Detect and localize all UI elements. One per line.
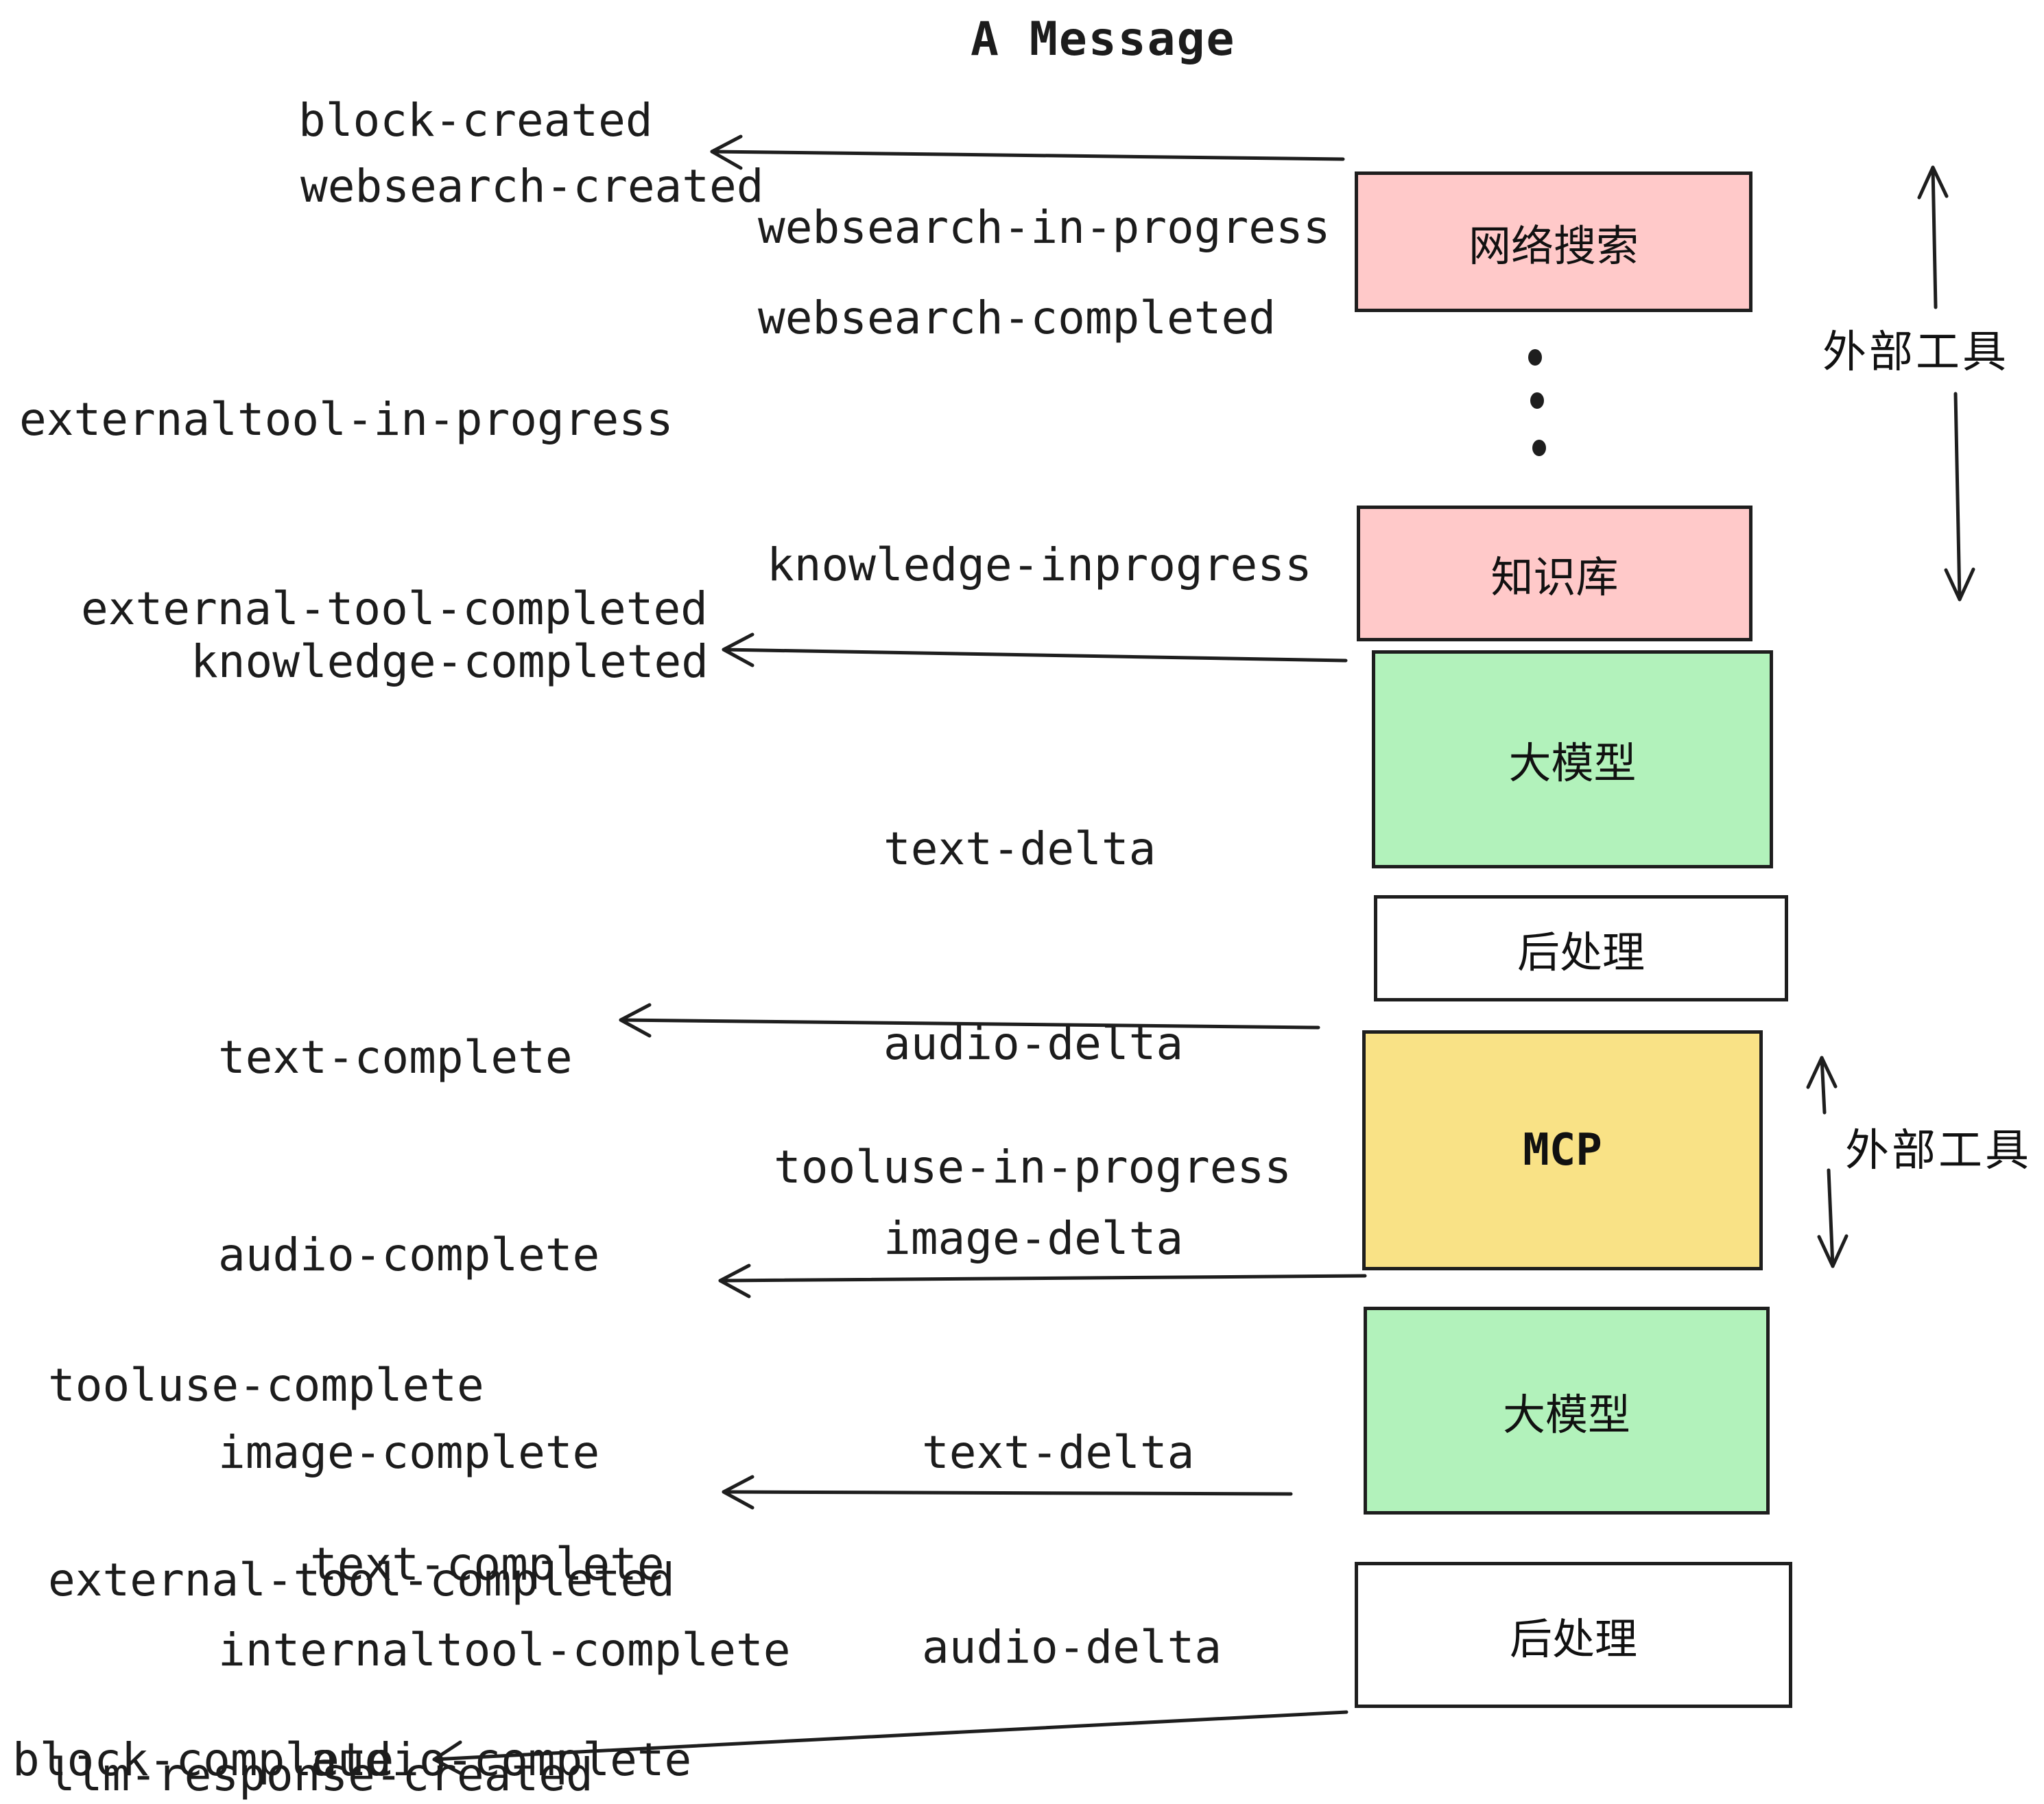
- arrow-websearch-created: [710, 134, 1345, 170]
- box-web-search: 网络搜索: [1355, 171, 1752, 312]
- event-tooluse-in-progress: tooluse-in-progress: [774, 1141, 1292, 1194]
- event-list-complete-1: text-complete audio-complete image-compl…: [218, 893, 790, 1804]
- event-external-tool-completed: external-tool-completed: [81, 582, 708, 635]
- box-mcp-label: MCP: [1523, 1125, 1602, 1176]
- event-websearch-in-progress: websearch-in-progress: [758, 201, 1331, 254]
- event-block-created: block-created: [298, 94, 653, 147]
- event-knowledge-completed: knowledge-completed: [191, 635, 709, 688]
- box-knowledge-base: 知识库: [1357, 506, 1752, 641]
- box-post-process-1: 后处理: [1374, 895, 1788, 1001]
- event-audio-delta: audio-delta: [883, 1017, 1184, 1070]
- event-text-complete: text-complete: [218, 1031, 573, 1084]
- box-llm-2: 大模型: [1364, 1307, 1770, 1515]
- event-text-delta: text-delta: [883, 822, 1156, 875]
- event-internaltool-complete: internaltool-complete: [218, 1624, 791, 1676]
- box-post-process-2-label: 后处理: [1509, 1615, 1637, 1663]
- arrow-external-tools-top-up: [1917, 165, 1949, 309]
- event-websearch-created: websearch-created: [300, 160, 764, 213]
- event-audio-delta-2: audio-delta: [922, 1621, 1222, 1674]
- arrow-external-tools-top-down: [1944, 392, 1975, 602]
- arrow-knowledge-completed: [722, 632, 1348, 667]
- box-post-process-1-label: 后处理: [1517, 929, 1645, 977]
- box-llm-1-label: 大模型: [1508, 740, 1637, 787]
- event-audio-complete: audio-complete: [218, 1229, 600, 1281]
- event-list-complete-2: text-complete audio-complete image-compl…: [310, 1401, 882, 1804]
- event-knowledge-inprogress: knowledge-inprogress: [767, 538, 1312, 591]
- event-text-delta-2: text-delta: [922, 1426, 1195, 1479]
- box-web-search-label: 网络搜索: [1468, 222, 1639, 270]
- event-image-delta: image-delta: [883, 1212, 1184, 1265]
- event-tooluse-complete: tooluse-complete: [48, 1359, 484, 1412]
- event-list-delta-2: text-delta audio-delta image-delta: [922, 1290, 1222, 1804]
- box-llm-2-label: 大模型: [1502, 1391, 1630, 1439]
- diagram-title: A Message: [971, 12, 1236, 67]
- event-list-tooluse: tooluse-complete external-tool-completed…: [48, 1222, 675, 1804]
- arrow-external-tools-bottom-up: [1806, 1056, 1838, 1115]
- box-post-process-2: 后处理: [1355, 1562, 1792, 1708]
- event-text-complete-2: text-complete: [310, 1538, 665, 1591]
- event-audio-complete-2: audio-complete: [310, 1733, 692, 1786]
- event-image-complete: image-complete: [218, 1426, 600, 1479]
- box-mcp: MCP: [1362, 1030, 1763, 1270]
- event-external-tool-completed-2: external-tool-completed: [48, 1554, 675, 1606]
- label-external-tools-top: 外部工具: [1822, 327, 2009, 377]
- box-knowledge-base-label: 知识库: [1490, 554, 1619, 602]
- event-block-complete: block-complete: [12, 1733, 394, 1786]
- label-external-tools-bottom: 外部工具: [1845, 1126, 2032, 1175]
- box-llm-1: 大模型: [1372, 650, 1773, 868]
- event-externaltool-in-progress: externaltool-in-progress: [19, 393, 674, 446]
- arrow-external-tools-bottom-down: [1817, 1168, 1849, 1268]
- event-websearch-completed: websearch-completed: [758, 292, 1276, 344]
- continuation-dots: [1528, 349, 1546, 456]
